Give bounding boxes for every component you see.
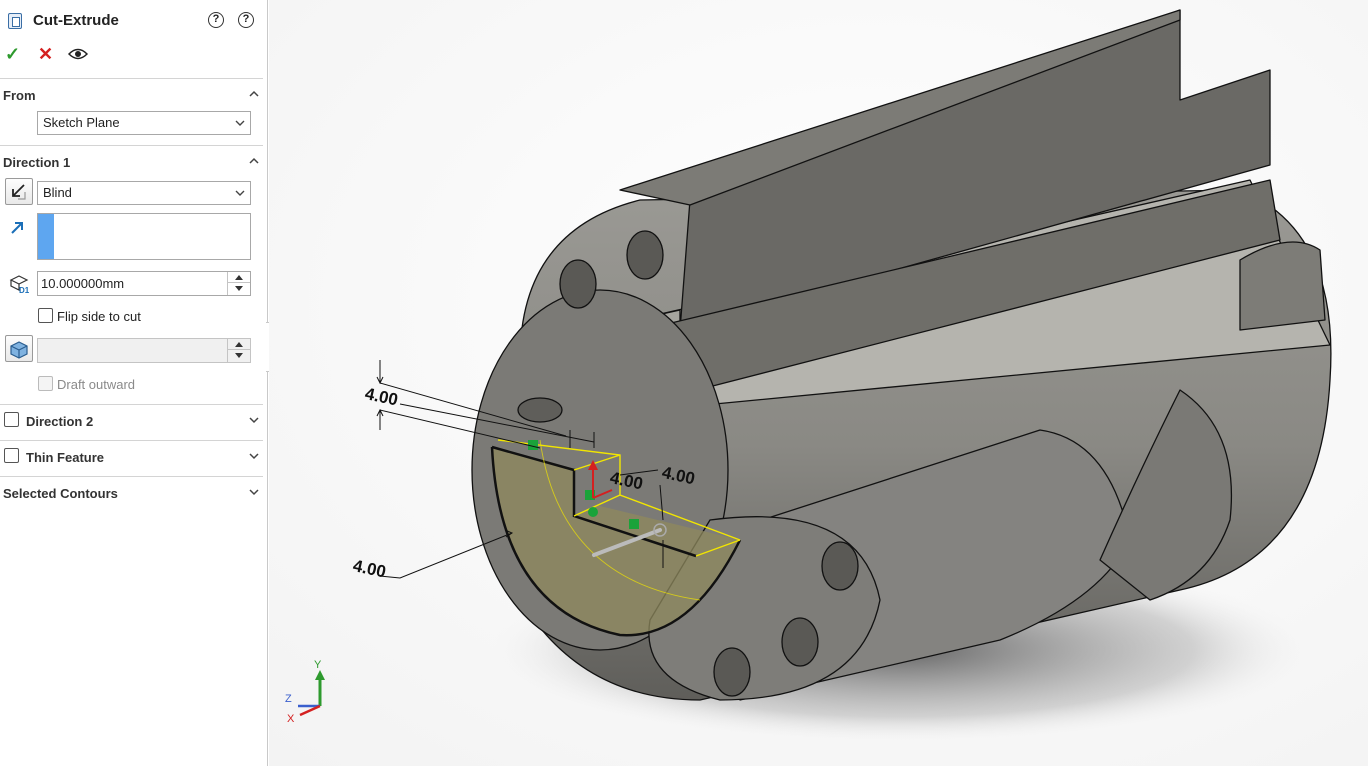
chevron-down-icon [235,190,245,196]
collapse-from-chevron-up-icon[interactable] [249,89,259,99]
selection-highlight-bar [38,214,54,259]
ok-button[interactable]: ✓ [5,44,21,64]
draft-angle-spinner[interactable] [227,339,250,362]
vertical-relation-icon[interactable] [585,490,595,500]
section-thin-feature-title[interactable]: Thin Feature [26,450,105,465]
feature-header: Cut-Extrude ? ? [0,0,268,40]
action-row: ✓ ✕ [0,40,268,70]
draft-outward-checkbox[interactable] [38,376,53,391]
reverse-direction-icon [12,184,26,200]
extrude-direction-arrow[interactable] [592,528,662,557]
direction-vector-selection-box[interactable] [37,213,251,260]
section-from-title[interactable]: From [3,88,36,103]
expand-thin-feature-chevron-down-icon[interactable] [249,451,259,461]
chevron-down-icon [235,120,245,126]
divider [0,440,263,441]
end-condition-select[interactable]: Blind [37,181,251,205]
draft-increment-button[interactable] [228,339,250,350]
detailed-help-icon[interactable]: ? [208,12,224,28]
expand-direction2-chevron-down-icon[interactable] [249,415,259,425]
depth-increment-button[interactable] [228,272,250,283]
preview-button[interactable] [67,45,89,65]
direction-of-extrusion-arrow-icon [9,220,25,239]
direction2-checkbox[interactable] [4,412,19,427]
svg-text:D1: D1 [19,286,30,294]
horizontal-relation-icon[interactable] [629,519,639,529]
depth-spinner[interactable] [227,272,250,295]
draft-icon [10,341,28,359]
section-selected-contours-title[interactable]: Selected Contours [3,486,118,501]
divider [0,78,263,79]
section-direction2-title[interactable]: Direction 2 [26,414,94,429]
reverse-direction-button[interactable] [5,178,33,205]
depth-icon: D1 [7,274,31,297]
reference-triad: Y Z X [285,659,325,725]
dimension-annotations[interactable] [376,360,664,579]
triad-y-label: Y [314,659,322,671]
triad-x-label: X [287,713,295,725]
divider [0,404,263,405]
divider [0,145,263,146]
divider [0,476,263,477]
coincident-relation-icon[interactable] [588,507,598,517]
expand-selected-contours-chevron-down-icon[interactable] [249,487,259,497]
collapse-direction1-chevron-up-icon[interactable] [249,156,259,166]
end-condition-value: Blind [43,185,72,200]
thin-feature-checkbox[interactable] [4,448,19,463]
flip-side-checkbox[interactable] [38,308,53,323]
graphics-area[interactable]: 4.00 4.00 4.00 4.00 Y Z X [269,0,1368,766]
triad-z-label: Z [285,693,292,705]
draft-toggle-button[interactable] [5,335,33,362]
from-select[interactable]: Sketch Plane [37,111,251,135]
flip-side-label[interactable]: Flip side to cut [57,309,141,324]
horizontal-relation-icon[interactable] [528,440,538,450]
model-view[interactable]: 4.00 4.00 4.00 4.00 Y Z X [269,0,1368,766]
draft-angle-input[interactable] [37,338,251,363]
depth-decrement-button[interactable] [228,283,250,294]
cancel-button[interactable]: ✕ [38,44,54,64]
cut-extrude-icon [8,13,22,29]
eye-icon [67,48,89,60]
draft-decrement-button[interactable] [228,350,250,361]
depth-value: 10.000000mm [41,276,125,291]
from-select-value: Sketch Plane [43,115,120,130]
help-icon[interactable]: ? [238,12,254,28]
section-direction1-title[interactable]: Direction 1 [3,155,71,170]
feature-title: Cut-Extrude [33,12,119,29]
draft-outward-label[interactable]: Draft outward [57,377,136,392]
depth-input[interactable]: 10.000000mm [37,271,251,296]
property-manager: Cut-Extrude ? ? ✓ ✕ From Sketch Plane Di… [0,0,268,766]
